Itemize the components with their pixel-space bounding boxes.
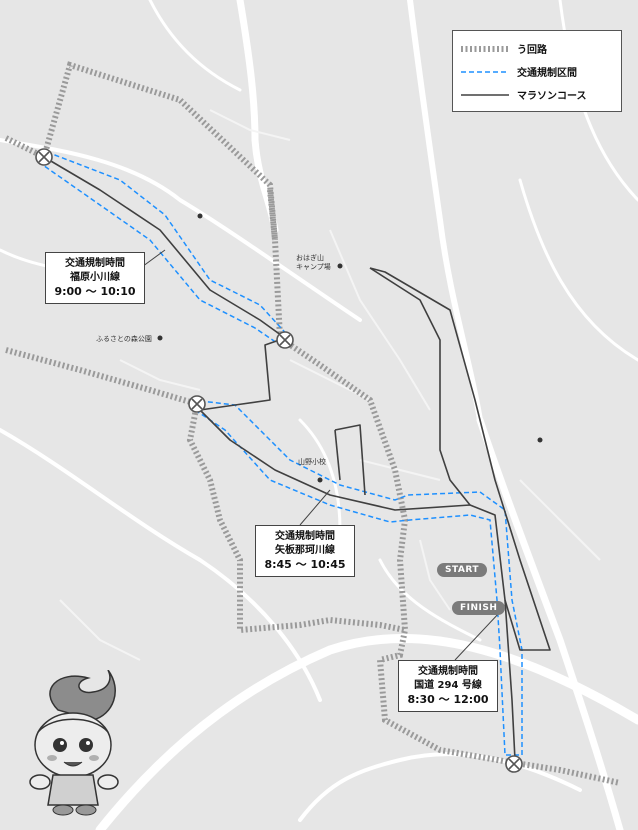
- map-legend: う回路 交通規制区間 マラソンコース: [452, 30, 622, 112]
- place-label-park: ふるさとの森公園: [96, 335, 152, 343]
- finish-badge: FINISH: [452, 601, 506, 615]
- callout-leaders: [134, 249, 501, 661]
- detour-route: [4, 61, 621, 786]
- callout-road: 矢板那珂川線: [275, 545, 335, 556]
- callout-road: 国道 294 号線: [414, 680, 482, 691]
- legend-row-detour: う回路: [461, 37, 613, 60]
- callout-time: 8:30 ～ 12:00: [407, 693, 489, 706]
- restriction-legend-icon: [461, 70, 509, 73]
- callout-road: 福原小川線: [70, 272, 120, 283]
- closure-icon-3: [188, 395, 206, 413]
- course-legend-icon: [461, 93, 509, 96]
- callout-title: 交通規制時間: [65, 258, 125, 269]
- callout-title: 交通規制時間: [275, 531, 335, 542]
- callout-time: 9:00 ～ 10:10: [54, 285, 136, 298]
- poi-markers: [157, 213, 543, 483]
- legend-row-restriction: 交通規制区間: [461, 60, 613, 83]
- legend-course-label: マラソンコース: [517, 91, 587, 102]
- callout-title: 交通規制時間: [418, 666, 478, 677]
- legend-detour-label: う回路: [517, 45, 547, 56]
- callout-yaita: 交通規制時間 矢板那珂川線 8:45 ～ 10:45: [255, 525, 355, 577]
- closure-icon-2: [276, 331, 294, 349]
- callout-route294: 交通規制時間 国道 294 号線 8:30 ～ 12:00: [398, 660, 498, 712]
- minor-roads: [59, 109, 601, 661]
- place-label-campground: おはぎ山 キャンプ場: [296, 254, 331, 271]
- detour-legend-icon: [461, 45, 509, 52]
- road-closure-markers: [35, 148, 523, 773]
- place-label-school: 山野小校: [298, 458, 326, 466]
- callout-time: 8:45 ～ 10:45: [264, 558, 346, 571]
- legend-row-course: マラソンコース: [461, 83, 613, 106]
- start-badge: START: [437, 563, 488, 577]
- mascot-illustration: [29, 670, 119, 816]
- legend-restriction-label: 交通規制区間: [517, 68, 577, 79]
- closure-icon-4: [505, 755, 523, 773]
- callout-fukuhara: 交通規制時間 福原小川線 9:00 ～ 10:10: [45, 252, 145, 304]
- closure-icon-1: [35, 148, 53, 166]
